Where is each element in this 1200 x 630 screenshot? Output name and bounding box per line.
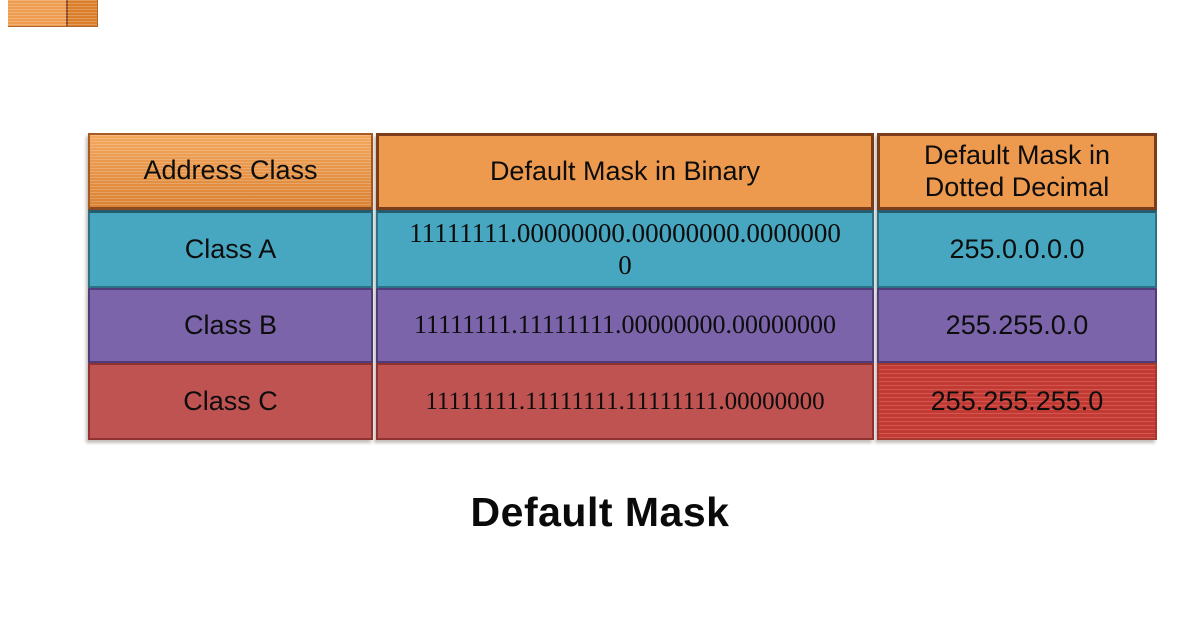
class-b-binary-value: 11111111.11111111.00000000.00000000 bbox=[414, 310, 836, 340]
table-row-class-b-binary: 11111111.11111111.00000000.00000000 bbox=[376, 288, 874, 363]
table-row-class-a-name: Class A bbox=[88, 210, 373, 288]
table-row-class-c-decimal: 255.255.255.0 bbox=[877, 363, 1157, 440]
header-address-class-label: Address Class bbox=[143, 155, 318, 186]
table-row-class-b-decimal: 255.255.0.0 bbox=[877, 288, 1157, 363]
class-c-label: Class C bbox=[183, 385, 278, 416]
orange-fragment-decoration bbox=[8, 0, 98, 27]
table-row-class-c-name: Class C bbox=[88, 363, 373, 440]
class-a-decimal-value: 255.0.0.0.0 bbox=[949, 233, 1085, 264]
header-mask-dotted-decimal-label: Default Mask in Dotted Decimal bbox=[923, 139, 1111, 202]
table-row-class-c-binary: 11111111.11111111.11111111.00000000 bbox=[376, 363, 874, 440]
table-row-class-b-name: Class B bbox=[88, 288, 373, 363]
header-mask-binary-label: Default Mask in Binary bbox=[489, 155, 761, 186]
class-a-label: Class A bbox=[184, 233, 277, 264]
table-row-class-a-decimal: 255.0.0.0.0 bbox=[877, 210, 1157, 288]
header-address-class: Address Class bbox=[88, 133, 373, 210]
default-mask-table: Address Class Default Mask in Binary Def… bbox=[88, 133, 1157, 440]
class-c-binary-value: 11111111.11111111.11111111.00000000 bbox=[425, 387, 825, 415]
header-mask-dotted-decimal: Default Mask in Dotted Decimal bbox=[877, 133, 1157, 210]
class-c-decimal-value: 255.255.255.0 bbox=[930, 385, 1104, 416]
page-title: Default Mask bbox=[470, 489, 730, 535]
header-mask-binary: Default Mask in Binary bbox=[376, 133, 874, 210]
class-b-label: Class B bbox=[183, 309, 278, 340]
class-b-decimal-value: 255.255.0.0 bbox=[945, 309, 1089, 340]
